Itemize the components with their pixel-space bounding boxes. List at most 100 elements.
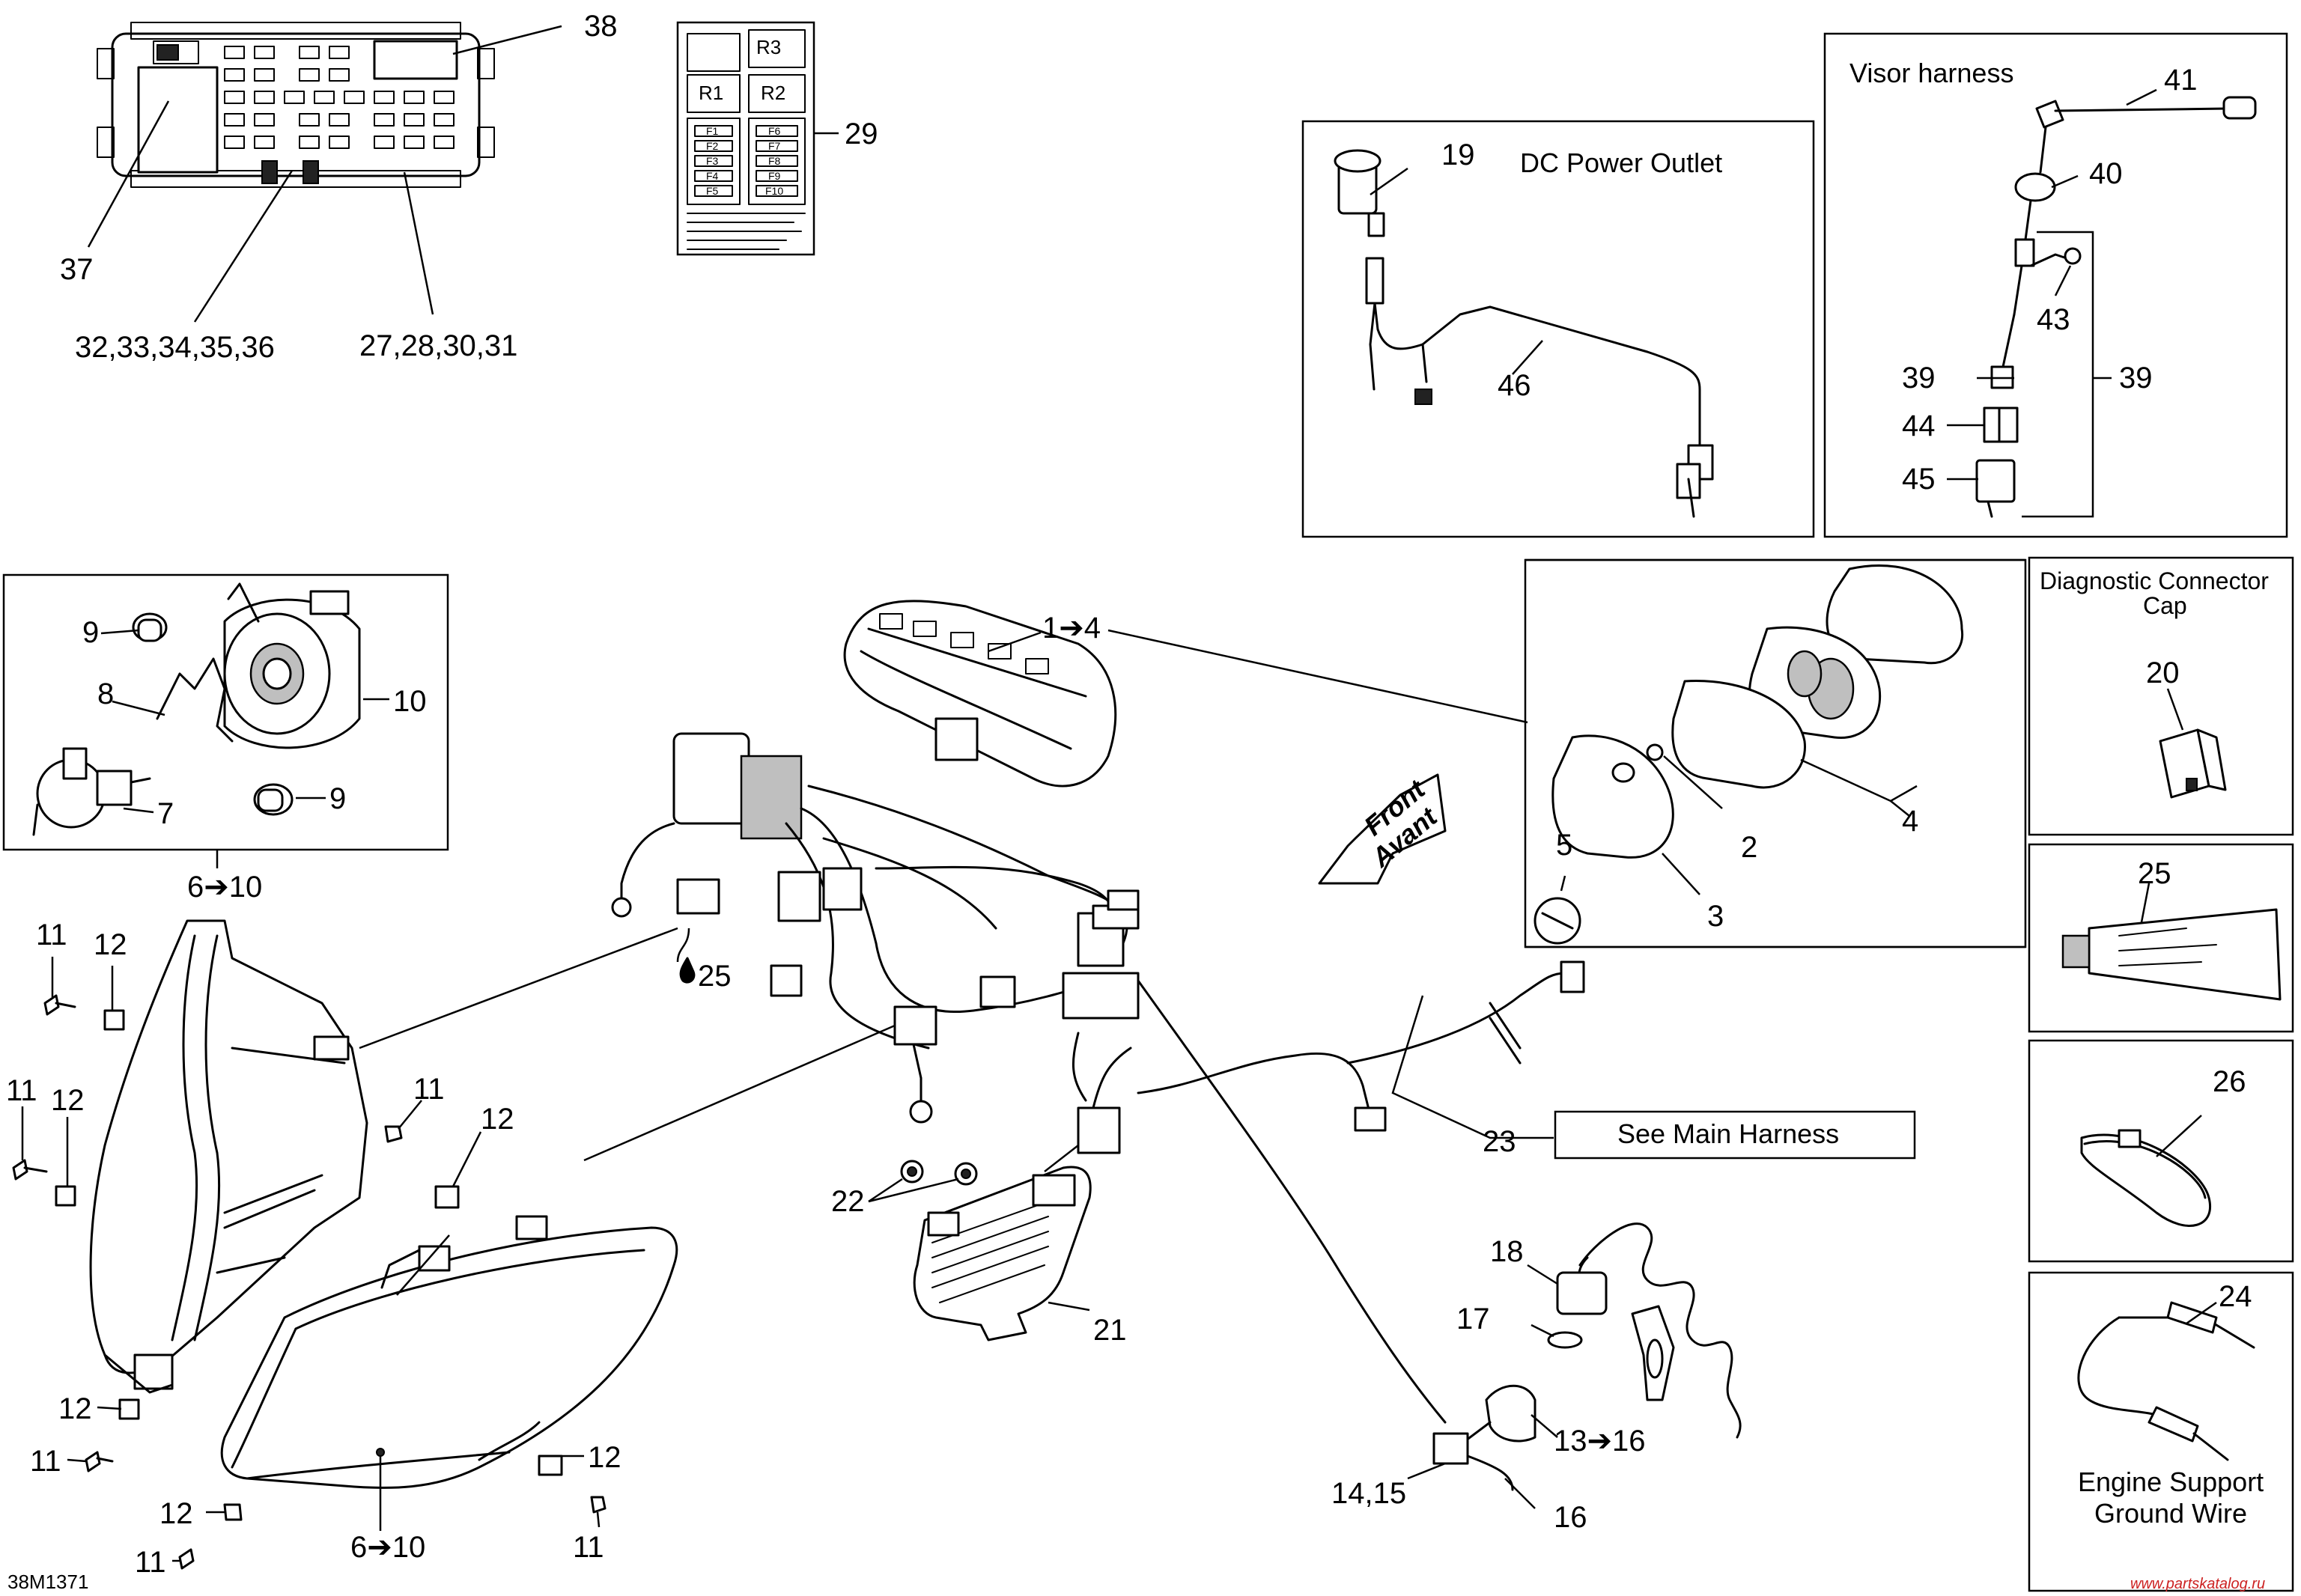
visor-harness-title: Visor harness	[1849, 58, 2013, 88]
callout-21: 21	[1093, 1314, 1127, 1347]
callout-9-bottom: 9	[329, 782, 346, 815]
callout-8: 8	[97, 677, 114, 710]
headlight-bulb-box	[2, 573, 449, 851]
callout-11-f: 11	[573, 1531, 604, 1564]
callout-46: 46	[1498, 369, 1531, 402]
callout-14-15: 14,15	[1331, 1477, 1406, 1510]
callout-39-right: 39	[2119, 362, 2153, 395]
dess-tether-cord	[1432, 1222, 1742, 1491]
see-main-harness-box	[1554, 1110, 1916, 1160]
fuse-label-f9: F9	[768, 170, 781, 182]
callout-45: 45	[1902, 463, 1936, 496]
callout-37: 37	[60, 253, 94, 286]
fasteners-center	[178, 1125, 607, 1570]
tie-wrap-box	[2028, 1039, 2294, 1263]
callout-5: 5	[1556, 829, 1572, 862]
callout-24: 24	[2219, 1280, 2252, 1313]
relay-label-r3: R3	[756, 36, 781, 58]
cluster-exploded-parts	[1534, 564, 1964, 945]
fuse-label-f8: F8	[768, 155, 781, 167]
fuse-label-f10: F10	[765, 185, 783, 197]
fuse-label-f5: F5	[706, 185, 719, 197]
callout-27-31: 27,28,30,31	[359, 329, 517, 362]
grease-tube-part	[2061, 908, 2282, 1001]
callout-12-f: 12	[159, 1497, 193, 1530]
headlight-bulb-parts	[32, 582, 361, 836]
callout-12-b: 12	[51, 1084, 85, 1117]
callout-40: 40	[2089, 157, 2123, 190]
callout-32-36: 32,33,34,35,36	[75, 331, 275, 364]
callout-12-d: 12	[58, 1392, 92, 1425]
dc-power-outlet-title: DC Power Outlet	[1520, 147, 1722, 178]
fuse-label-f2: F2	[706, 140, 719, 152]
diagnostic-connector-cap-box	[2028, 556, 2294, 836]
callout-38: 38	[584, 10, 618, 43]
ground-wire-part	[2077, 1301, 2255, 1461]
fuse-relay-label-card: R3 R1 R2 F1 F2 F3 F4 F5 F6 F7 F8 F9 F10	[676, 21, 815, 256]
visor-harness-box	[1823, 32, 2288, 538]
callout-6-10-bottom: 6➔10	[350, 1531, 425, 1564]
fuse-label-f6: F6	[768, 125, 781, 137]
cluster-exploded-frame	[1524, 558, 2027, 948]
watermark: www.partskatalog.ru	[2130, 1576, 2265, 1592]
tie-wrap-part	[2080, 1129, 2211, 1227]
callout-25-harness: 25	[698, 960, 732, 993]
callout-12-e: 12	[588, 1441, 621, 1474]
diagnostic-title-line1: Diagnostic Connector	[2040, 567, 2269, 594]
callout-11-e: 11	[135, 1546, 166, 1579]
dc-outlet-part	[1334, 149, 1714, 518]
callout-44: 44	[1902, 409, 1936, 442]
callout-11-c: 11	[413, 1073, 445, 1106]
callout-4: 4	[1902, 805, 1918, 838]
callout-7: 7	[157, 797, 174, 830]
callout-17: 17	[1456, 1303, 1490, 1335]
instrument-cluster	[843, 600, 1117, 788]
dielectric-grease-box	[2028, 843, 2294, 1033]
callout-23: 23	[1483, 1125, 1516, 1158]
main-wire-harness	[611, 732, 1585, 1424]
callout-1-4: 1➔4	[1042, 612, 1101, 645]
callout-26: 26	[2213, 1065, 2246, 1098]
front-direction-arrow: Front Avant	[1318, 773, 1447, 885]
regulator-nuts	[900, 1160, 978, 1186]
fuse-label-f7: F7	[768, 140, 781, 152]
diagnostic-cap-part	[2159, 728, 2227, 799]
callout-39-left: 39	[1902, 362, 1936, 395]
callout-25-grease: 25	[2138, 857, 2171, 890]
fuse-label-f3: F3	[706, 155, 719, 167]
callout-2: 2	[1741, 831, 1757, 864]
callout-11-d: 11	[30, 1445, 61, 1478]
callout-10: 10	[393, 685, 427, 718]
engine-title-line2: Ground Wire	[2094, 1498, 2247, 1529]
callout-9-top: 9	[82, 616, 99, 649]
headlight-housing-left	[89, 919, 368, 1394]
fasteners-left	[12, 994, 140, 1472]
callout-13-16: 13➔16	[1554, 1425, 1646, 1458]
callout-16: 16	[1554, 1501, 1587, 1534]
callout-43: 43	[2037, 303, 2070, 336]
fuse-box-assembly	[97, 22, 495, 188]
callout-12-a: 12	[94, 928, 127, 961]
callout-11-a: 11	[36, 919, 67, 951]
callout-19: 19	[1441, 138, 1475, 171]
callout-6-10-top: 6➔10	[187, 871, 262, 904]
callout-41: 41	[2164, 64, 2198, 97]
callout-20: 20	[2146, 657, 2180, 689]
dc-power-outlet-box	[1301, 120, 1815, 538]
relay-label-r2: R2	[761, 82, 785, 104]
callout-29: 29	[845, 118, 878, 150]
engine-support-ground-wire-box	[2028, 1271, 2294, 1592]
callout-12-c: 12	[481, 1103, 514, 1136]
fuse-label-f4: F4	[706, 170, 719, 182]
fuse-label-f1: F1	[706, 125, 719, 137]
see-main-harness-label: See Main Harness	[1617, 1118, 1839, 1149]
callout-11-b: 11	[6, 1074, 37, 1107]
figure-reference: 38M1371	[7, 1571, 88, 1593]
engine-title-line1: Engine Support	[2078, 1466, 2264, 1497]
diagnostic-title-line2: Cap	[2143, 592, 2187, 619]
relay-label-r1: R1	[699, 82, 723, 104]
callout-22: 22	[831, 1185, 865, 1218]
callout-3: 3	[1707, 900, 1724, 933]
callout-18: 18	[1490, 1235, 1524, 1268]
